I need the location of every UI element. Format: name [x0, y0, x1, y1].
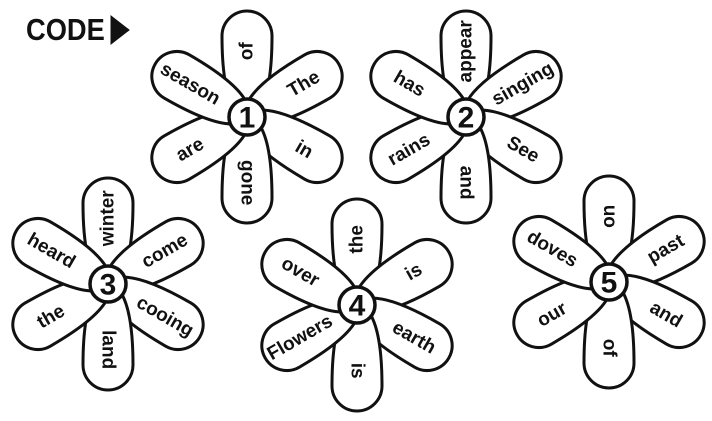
petal-word: and	[456, 166, 477, 200]
petal-word: winter	[98, 190, 119, 248]
petal-word: appear	[456, 20, 477, 83]
petal-word: of	[599, 339, 620, 358]
petal-word: is	[347, 363, 368, 379]
flower-number: 5	[601, 267, 618, 300]
petal-word: the	[347, 225, 368, 254]
petal-word: on	[599, 205, 620, 228]
flower-number: 1	[239, 102, 256, 135]
flower-number: 2	[458, 102, 475, 135]
petal-word: land	[98, 330, 119, 369]
petal-word: gone	[237, 160, 258, 205]
flower-number: 3	[100, 269, 117, 302]
flower-number: 4	[349, 290, 366, 323]
petal-word: of	[237, 42, 258, 61]
